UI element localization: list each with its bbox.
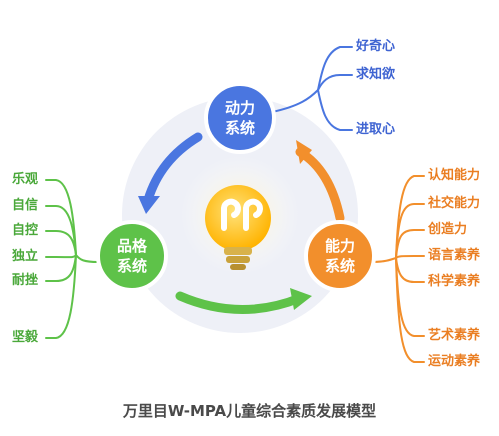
motivation-line1: 动力: [224, 99, 255, 117]
motivation-item: 好奇心: [356, 39, 396, 54]
character-line2: 系统: [116, 257, 147, 275]
motivation-node-circle: [204, 82, 276, 154]
blue-arrow: [143, 132, 203, 205]
motivation-node-label: 动力 系统: [206, 98, 274, 138]
ability-node-label: 能力 系统: [306, 236, 374, 276]
character-item: 乐观: [12, 172, 39, 187]
diagram-caption: 万里目W-MPA儿童综合素质发展模型: [122, 402, 377, 420]
character-branches: [45, 179, 99, 339]
character-node-circle: [96, 220, 168, 292]
motivation-line2: 系统: [224, 119, 255, 137]
character-line1: 品格: [116, 237, 147, 255]
character-item: 自信: [12, 198, 39, 213]
motivation-branches: [271, 46, 353, 131]
character-node-label: 品格 系统: [98, 236, 166, 276]
ability-item: 语言素养: [428, 248, 481, 263]
bulb-logo: [205, 185, 271, 270]
ability-item: 社交能力: [428, 196, 481, 211]
orange-arrowhead: [296, 140, 312, 164]
ability-branches: [371, 175, 425, 363]
character-item: 耐挫: [12, 273, 39, 288]
green-arrow: [175, 291, 305, 314]
ability-node-circle: [304, 220, 376, 292]
ability-item: 认知能力: [428, 168, 481, 183]
blue-arrowhead: [138, 196, 160, 214]
motivation-item: 求知欲: [356, 67, 396, 82]
ability-item: 创造力: [428, 222, 468, 237]
ability-line2: 系统: [324, 257, 355, 275]
character-item: 坚毅: [12, 330, 39, 345]
green-arrowhead: [290, 288, 312, 310]
character-item: 独立: [12, 249, 39, 264]
ability-item: 艺术素养: [428, 328, 481, 343]
ability-line1: 能力: [324, 237, 355, 255]
motivation-item: 进取心: [356, 122, 396, 137]
ability-item: 科学素养: [428, 274, 481, 289]
ability-item: 运动素养: [428, 354, 481, 369]
character-item: 自控: [12, 223, 39, 238]
